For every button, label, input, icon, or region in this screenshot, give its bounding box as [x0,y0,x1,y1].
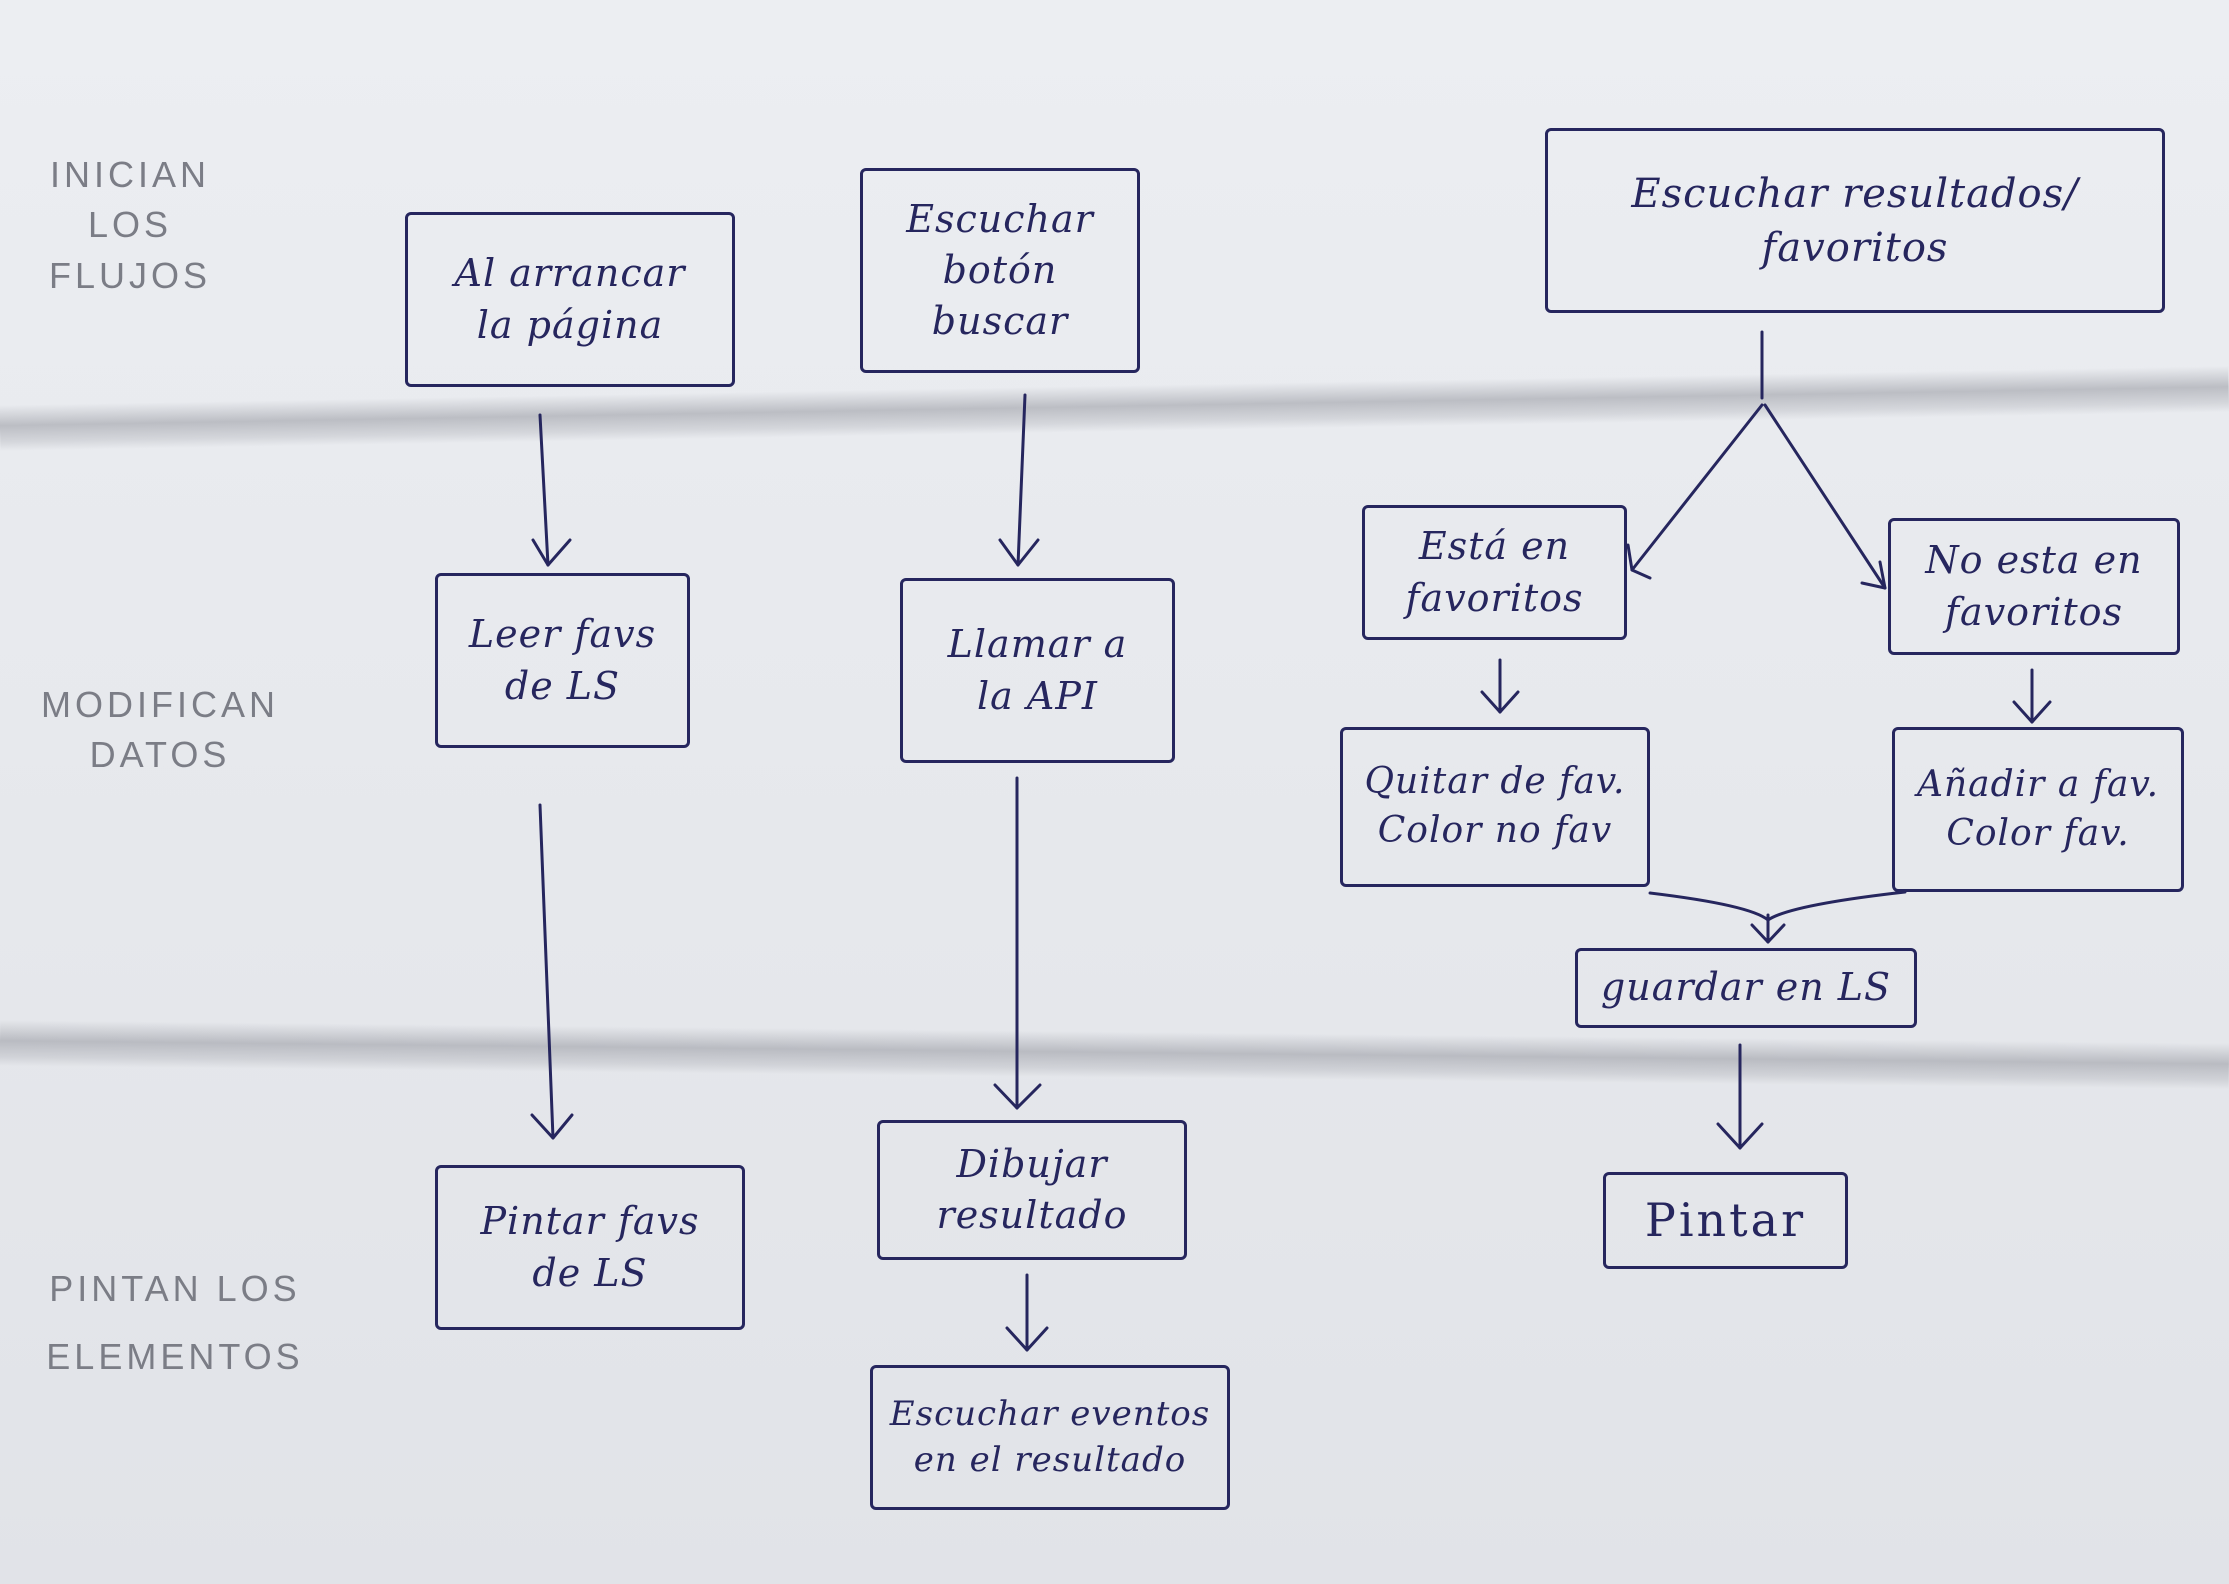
row-label-paint: PINTAN LOS ELEMENTOS [46,1268,304,1378]
box-not-favorite: No esta en favoritos [1888,518,2180,655]
box-paint-favs-from-ls: Pintar favs de LS [435,1165,745,1330]
box-listen-result-events: Escuchar eventos en el resultado [870,1365,1230,1510]
arrow-call-api-to-draw-result [993,776,1042,1110]
arrow-read-favs-to-paint-favs [530,803,574,1140]
box-listen-search-button-label: Escuchar botón buscar [906,196,1094,344]
box-is-favorite: Está en favoritos [1362,505,1627,640]
box-add-favorite-label: Añadir a fav. Color fav. [1916,763,2160,854]
box-listen-results-favorites: Escuchar resultados/ favoritos [1545,128,2165,313]
box-draw-result: Dibujar resultado [877,1120,1187,1260]
box-remove-favorite: Quitar de fav. Color no fav [1340,727,1650,887]
box-paint: Pintar [1603,1172,1848,1269]
box-draw-result-label: Dibujar resultado [936,1141,1128,1237]
row-label-start: INICIAN LOS FLUJOS [48,154,212,296]
box-paint-favs-from-ls-label: Pintar favs de LS [480,1199,700,1295]
arrow-page-load-to-read-favs [531,413,572,567]
arrow-is-fav-to-remove [1480,658,1520,714]
box-save-to-ls: guardar en LS [1575,948,1917,1028]
arrow-draw-result-to-listen-events [1005,1273,1049,1352]
box-not-favorite-label: No esta en favoritos [1925,538,2143,634]
box-remove-favorite-label: Quitar de fav. Color no fav [1364,761,1626,851]
box-listen-result-events-label: Escuchar eventos en el resultado [889,1393,1211,1480]
arrow-search-button-to-call-api [998,393,1040,567]
box-read-favs-from-ls: Leer favs de LS [435,573,690,748]
box-paint-label: Pintar [1644,1193,1807,1248]
arrow-listen-to-branches [1626,330,1887,590]
arrow-branches-to-save [1648,890,1907,944]
box-on-page-load: Al arrancar la página [405,212,735,387]
box-read-favs-from-ls-label: Leer favs de LS [468,612,657,708]
arrow-save-to-paint [1716,1043,1764,1150]
box-save-to-ls-label: guardar en LS [1600,965,1892,1010]
box-is-favorite-label: Está en favoritos [1405,524,1584,620]
box-add-favorite: Añadir a fav. Color fav. [1892,727,2184,892]
box-listen-results-favorites-label: Escuchar resultados/ favoritos [1631,170,2079,271]
arrow-not-fav-to-add [2012,668,2052,724]
box-call-api-label: Llamar a la API [947,622,1128,718]
box-listen-search-button: Escuchar botón buscar [860,168,1140,373]
row-label-modify: MODIFICAN DATOS [41,684,279,776]
box-on-page-load-label: Al arrancar la página [454,251,686,347]
box-call-api: Llamar a la API [900,578,1175,763]
